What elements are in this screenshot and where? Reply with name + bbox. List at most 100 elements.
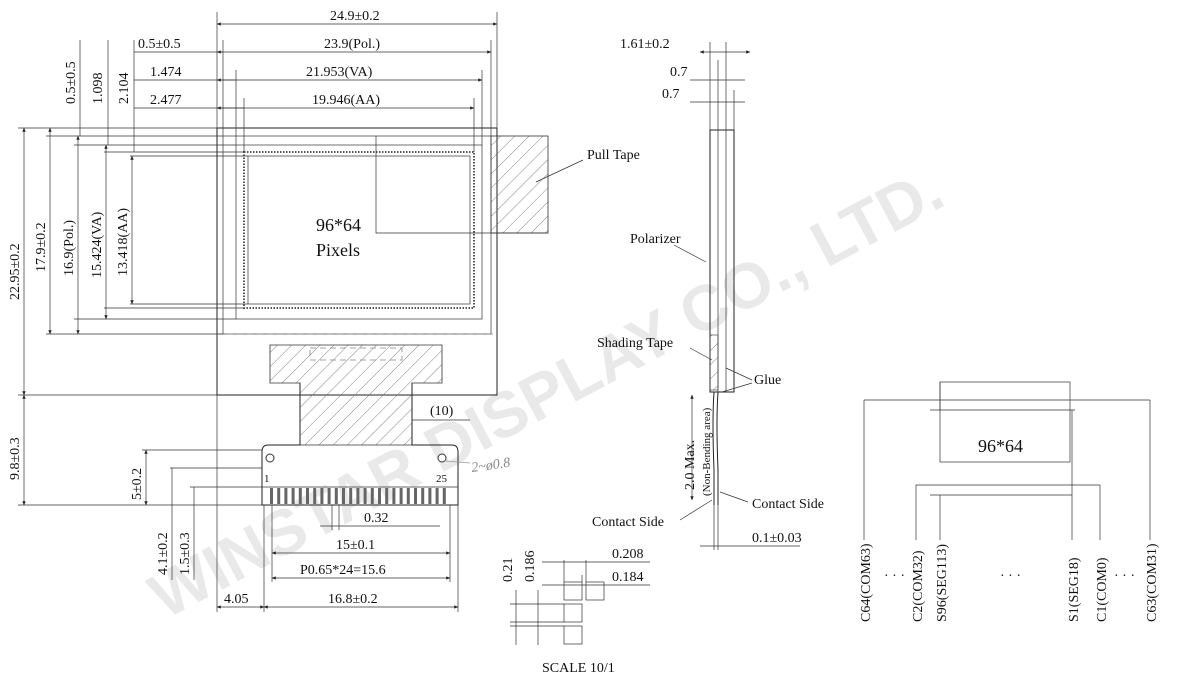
pin-last: 25 bbox=[436, 473, 448, 485]
contact-pin bbox=[392, 488, 396, 504]
pixel-tr bbox=[585, 581, 605, 601]
pin-s1: S1(SEG18) bbox=[1067, 557, 1082, 622]
dim-left-1-098: 1.098 bbox=[91, 73, 106, 105]
side-dim-0-7a: 0.7 bbox=[670, 65, 688, 80]
contact-pin bbox=[320, 488, 324, 504]
pixel-detail: 0.21 0.186 0.208 0.184 SCALE 10/1 bbox=[501, 547, 650, 676]
bend-sub: (Non-Bending area) bbox=[701, 407, 713, 496]
dim-4-1: 4.1±0.2 bbox=[156, 532, 171, 575]
contact-pin bbox=[291, 488, 295, 504]
side-dim-0-7b: 0.7 bbox=[662, 87, 680, 102]
contact-pin bbox=[277, 488, 281, 504]
contact-side-right: Contact Side bbox=[752, 497, 824, 512]
contact-pin bbox=[421, 488, 425, 504]
side-dim-1-61: 1.61±0.2 bbox=[620, 37, 670, 52]
thickness-label: 0.1±0.03 bbox=[752, 531, 802, 546]
dim-left-17-9: 17.9±0.2 bbox=[34, 222, 49, 272]
pin-c63: C63(COM31) bbox=[1145, 543, 1160, 622]
front-view: Pull Tape 96*64 Pixels 1 25 2~ø0.8 (10) bbox=[8, 9, 640, 612]
contact-pin bbox=[306, 488, 309, 504]
pin-first: 1 bbox=[264, 473, 270, 485]
contact-pin bbox=[435, 488, 439, 504]
contact-pin bbox=[298, 488, 302, 504]
side-fpc bbox=[712, 391, 715, 505]
dim-1-474: 1.474 bbox=[150, 65, 182, 80]
dim-24-9: 24.9±0.2 bbox=[330, 9, 380, 24]
contact-pin bbox=[428, 488, 432, 504]
contact-pin bbox=[442, 488, 446, 504]
contact-pin bbox=[356, 488, 360, 504]
polarizer-leader bbox=[673, 244, 707, 263]
shading-tape bbox=[709, 334, 719, 391]
pd-dim-0-186: 0.186 bbox=[523, 551, 538, 583]
pin-c1: C1(COM0) bbox=[1095, 557, 1110, 622]
top-dimensions: 24.9±0.2 0.5±0.5 23.9(Pol.) 1.474 21.953… bbox=[134, 9, 498, 152]
dim-left-16-9: 16.9(Pol.) bbox=[62, 220, 77, 276]
pixel-tl bbox=[563, 581, 583, 601]
holes-label: 2~ø0.8 bbox=[470, 456, 511, 476]
dim-4-05: 4.05 bbox=[224, 592, 249, 607]
dim-15: 15±0.1 bbox=[336, 538, 375, 553]
pixel-bl bbox=[563, 603, 583, 623]
fpc-dash-box bbox=[309, 347, 403, 361]
contact-pin bbox=[385, 488, 389, 504]
dim-5: 5±0.2 bbox=[130, 468, 145, 500]
pin-c2: C2(COM32) bbox=[911, 550, 926, 622]
shading-tape-label: Shading Tape bbox=[597, 336, 673, 351]
pixel-bll bbox=[563, 625, 583, 645]
pd-dim-0-184: 0.184 bbox=[612, 570, 644, 585]
dim-0-32: 0.32 bbox=[364, 511, 389, 526]
pinout-title: 96*64 bbox=[978, 436, 1023, 456]
hole-left bbox=[265, 453, 275, 463]
left-dimensions: 0.5±0.5 1.098 2.104 22.95±0.2 17.9±0.2 1… bbox=[8, 40, 262, 506]
contact-pin bbox=[414, 488, 417, 504]
fpc-body bbox=[261, 383, 459, 506]
pull-tape-guide bbox=[375, 136, 548, 234]
dim-23-9: 23.9(Pol.) bbox=[324, 37, 380, 52]
fpc-width-label: (10) bbox=[430, 404, 454, 419]
dim-left-13-418: 13.418(AA) bbox=[116, 208, 131, 276]
contact-pin bbox=[270, 488, 273, 504]
bottom-dimensions: 5±0.2 4.1±0.2 1.5±0.3 0.32 15±0.1 P0.65*… bbox=[130, 395, 459, 612]
pull-tape-leader bbox=[535, 159, 584, 183]
pin-c64: C64(COM63) bbox=[859, 543, 874, 622]
side-view: 1.61±0.2 0.7 0.7 Polarizer Shading Tape … bbox=[592, 37, 824, 550]
pixels-line2: Pixels bbox=[316, 240, 360, 260]
bend-main: 2.0 Max. bbox=[683, 440, 698, 490]
contact-pin bbox=[399, 488, 403, 504]
scale-label: SCALE 10/1 bbox=[542, 661, 615, 676]
shading-leader bbox=[689, 347, 713, 361]
dim-21-953: 21.953(VA) bbox=[306, 65, 373, 80]
polarizer-label: Polarizer bbox=[630, 232, 681, 247]
dim-left-2-104: 2.104 bbox=[117, 73, 132, 105]
active-area-inner bbox=[247, 155, 471, 305]
contact-pin bbox=[334, 488, 338, 504]
holes-leader bbox=[445, 460, 471, 464]
contact-pin bbox=[370, 488, 374, 504]
contact-pin bbox=[363, 488, 367, 504]
dim-2-477: 2.477 bbox=[150, 93, 182, 108]
contact-pin bbox=[284, 488, 288, 504]
pull-tape-label: Pull Tape bbox=[587, 148, 640, 163]
dim-19-946: 19.946(AA) bbox=[312, 93, 380, 108]
contact-pin bbox=[313, 488, 317, 504]
dim-0-5: 0.5±0.5 bbox=[138, 37, 181, 52]
hole-right bbox=[437, 453, 447, 463]
contact-pin bbox=[349, 488, 353, 504]
dim-left-9-8: 9.8±0.3 bbox=[8, 437, 23, 480]
contact-pins bbox=[270, 488, 446, 504]
pull-tape bbox=[490, 135, 549, 234]
dim-16-8: 16.8±0.2 bbox=[328, 592, 378, 607]
pixels-line1: 96*64 bbox=[316, 215, 361, 235]
dim-1-5: 1.5±0.3 bbox=[178, 532, 193, 575]
dim-left-22-95: 22.95±0.2 bbox=[8, 243, 23, 300]
glue-label: Glue bbox=[754, 373, 781, 388]
viewing-area bbox=[235, 144, 483, 320]
ellipsis-2: · · · bbox=[1000, 569, 1021, 584]
dim-left-0-5: 0.5±0.5 bbox=[64, 61, 79, 104]
contact-pin bbox=[406, 488, 410, 504]
pd-dim-0-208: 0.208 bbox=[612, 547, 644, 562]
pin-s96: S96(SEG113) bbox=[935, 544, 950, 622]
